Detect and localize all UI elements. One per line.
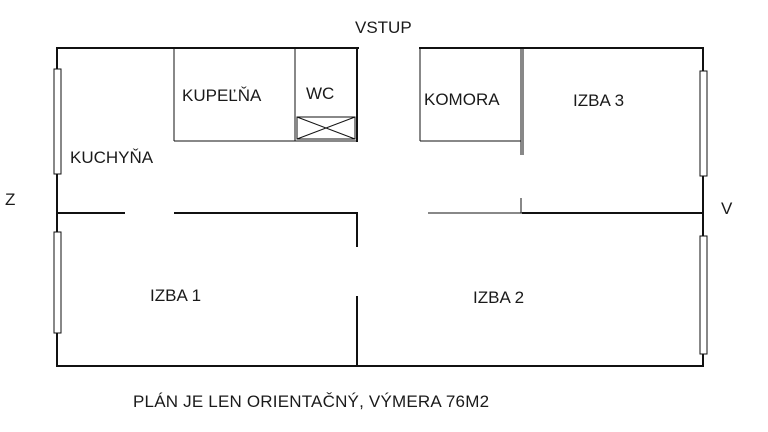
room-label-storage: KOMORA — [424, 90, 500, 109]
window-kitchen — [53, 68, 62, 175]
room-label-bathroom: KUPEĽŇA — [182, 86, 262, 105]
room-label-room2: IZBA 2 — [473, 288, 524, 307]
room-label-toilet: WC — [306, 84, 334, 103]
plan-note: PLÁN JE LEN ORIENTAČNÝ, VÝMERA 76M2 — [133, 392, 489, 411]
window-room1 — [53, 231, 62, 334]
window-room2 — [699, 235, 708, 355]
room-label-room3: IZBA 3 — [573, 91, 624, 110]
direction-west: Z — [5, 190, 15, 209]
interior-walls — [56, 47, 704, 367]
room-label-room1: IZBA 1 — [150, 286, 201, 305]
direction-east: V — [721, 199, 733, 218]
window-room3 — [699, 70, 708, 177]
windows — [53, 68, 708, 355]
direction-entrance: VSTUP — [355, 18, 412, 37]
wc-fixture — [296, 116, 356, 140]
room-label-kitchen: KUCHYŇA — [70, 148, 154, 167]
